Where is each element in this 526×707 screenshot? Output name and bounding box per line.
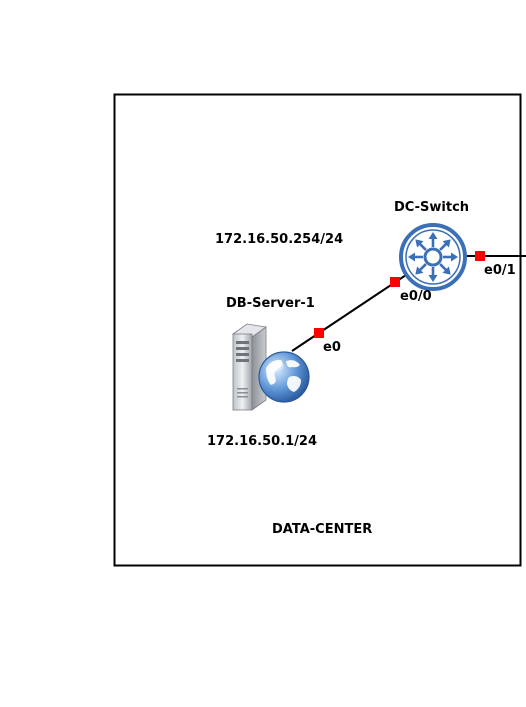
switch-arrow-head <box>408 252 415 262</box>
switch-arrows <box>408 232 458 282</box>
server-name-label: DB-Server-1 <box>226 296 315 311</box>
server-tower-front <box>232 333 253 411</box>
switch-arrow-head <box>442 239 451 248</box>
server-vent <box>237 388 248 390</box>
switch-arrow-head <box>442 266 451 275</box>
globe-continents <box>266 359 301 392</box>
port-marker-server-e0[interactable] <box>314 328 324 338</box>
switch-port-e0-0-label: e0/0 <box>400 289 432 304</box>
server-globe-icon[interactable] <box>231 323 310 411</box>
switch-arrow-head <box>428 275 438 282</box>
globe-shine <box>268 361 284 371</box>
multilayer-switch-icon[interactable] <box>399 223 467 291</box>
server-ip-label: 172.16.50.1/24 <box>207 434 318 449</box>
server-vent <box>237 396 248 398</box>
switch-port-e0-1-label: e0/1 <box>484 263 516 278</box>
server-port-e0-label: e0 <box>323 340 341 355</box>
globe <box>258 351 310 403</box>
switch-hub <box>423 247 443 267</box>
switch-arrow-head <box>451 252 458 262</box>
server-drive-bay <box>236 341 249 344</box>
server-drive-bay <box>236 353 249 356</box>
zone-label: DATA-CENTER <box>272 522 373 537</box>
switch-arrow-head <box>428 232 438 239</box>
switch-ip-label: 172.16.50.254/24 <box>215 232 344 247</box>
port-marker-switch-e0-1[interactable] <box>475 251 485 261</box>
switch-arrow-head <box>415 266 424 275</box>
data-center-zone <box>113 93 522 567</box>
switch-name-label: DC-Switch <box>394 200 470 215</box>
server-drive-bay <box>236 359 249 362</box>
switch-arrow-head <box>415 239 424 248</box>
port-marker-switch-e0-0[interactable] <box>390 277 400 287</box>
server-drive-bay <box>236 347 249 350</box>
server-vent <box>237 392 248 394</box>
